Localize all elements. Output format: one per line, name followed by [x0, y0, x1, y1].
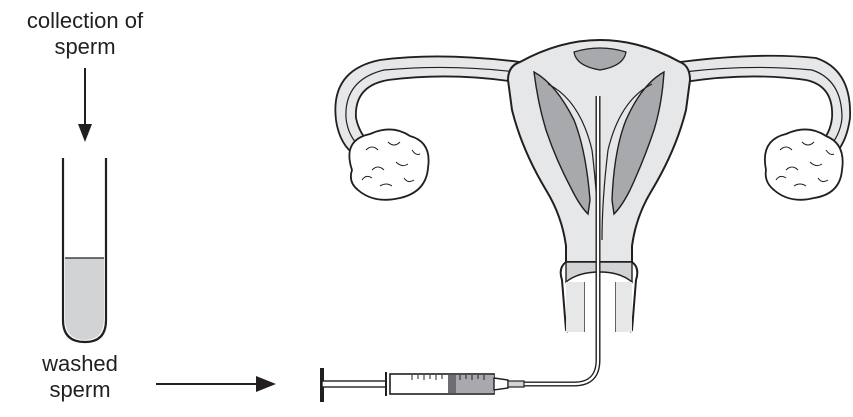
left-ovary — [349, 129, 428, 199]
arrow-down-icon — [78, 68, 92, 142]
arrow-right-icon — [156, 376, 276, 392]
syringe — [322, 368, 524, 402]
test-tube — [63, 158, 106, 342]
uterus — [335, 40, 850, 332]
right-ovary — [765, 129, 843, 199]
sperm-liquid — [65, 258, 104, 340]
